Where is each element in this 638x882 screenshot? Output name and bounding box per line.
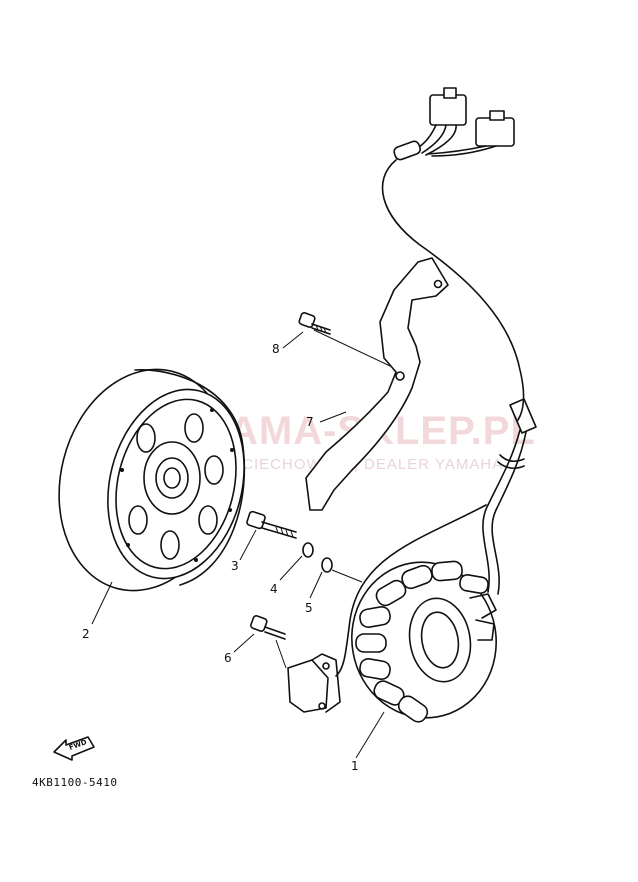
callout-1: 1: [351, 759, 359, 773]
wire-connectors: [393, 87, 515, 161]
wire-clamp: [497, 398, 537, 470]
callout-4: 4: [270, 582, 278, 596]
diagram-code: 4KB1100-5410: [32, 776, 117, 789]
callout-5: 5: [305, 601, 313, 615]
callout-7: 7: [306, 415, 314, 429]
callout-6: 6: [224, 651, 232, 665]
callout-2: 2: [82, 627, 90, 641]
screw-8: [298, 312, 331, 335]
washer-4: [302, 542, 314, 558]
callout-8: 8: [272, 342, 280, 356]
wire-guide-bracket: [305, 257, 449, 511]
callouts: 8 7 3 4 5 6 2 1: [82, 342, 359, 773]
bolt-3: [246, 510, 297, 539]
screw-6: [250, 615, 286, 640]
stator: [351, 560, 497, 723]
rotor-flywheel: [58, 368, 246, 592]
lead-wire: [381, 159, 525, 421]
leader-lines: [91, 329, 391, 759]
pickup-coil: [287, 653, 341, 713]
forward-arrow-icon: FWD: [53, 736, 95, 761]
callout-3: 3: [231, 559, 239, 573]
washer-5: [321, 557, 333, 573]
